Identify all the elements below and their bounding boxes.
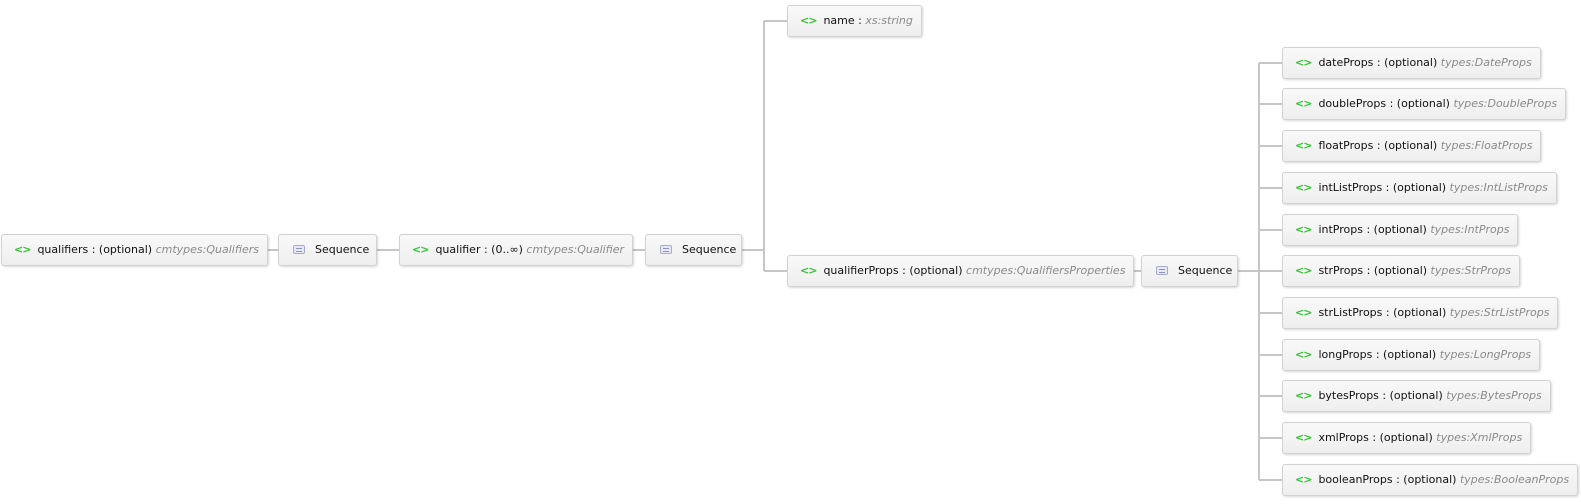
element-type: types:FloatProps [1440,139,1533,152]
sequence-label: Sequence [682,243,737,256]
element-type: types:LongProps [1439,348,1532,361]
sequence-icon [1156,266,1168,275]
element-icon: <> [1295,56,1312,69]
element-type: types:BooleanProps [1459,473,1570,486]
element-occurrence: (optional) [1379,431,1433,444]
element-name: strListProps [1318,306,1383,319]
element-type: types:StrProps [1430,264,1511,277]
element-node-doubleProps[interactable]: <>doubleProps : (optional) types:DoubleP… [1282,88,1567,120]
element-node-booleanProps[interactable]: <>booleanProps : (optional) types:Boolea… [1282,464,1579,496]
element-name: qualifiers [37,243,89,256]
element-icon: <> [1295,223,1312,236]
sequence-node[interactable]: Sequence [278,234,377,266]
element-occurrence: (optional) [1403,473,1457,486]
element-occurrence: (optional) [98,243,153,256]
element-icon: <> [14,243,31,256]
sequence-node[interactable]: Sequence [645,234,742,266]
element-type: cmtypes:QualifiersProperties [966,264,1126,277]
element-occurrence: (optional) [1373,223,1427,236]
element-type: types:XmlProps [1436,431,1523,444]
element-name: bytesProps [1318,389,1379,402]
element-node-bytesProps[interactable]: <>bytesProps : (optional) types:BytesPro… [1282,380,1551,412]
element-node-strListProps[interactable]: <>strListProps : (optional) types:StrLis… [1282,297,1559,329]
element-node-dateProps[interactable]: <>dateProps : (optional) types:DateProps [1282,47,1541,79]
element-name: dateProps [1318,56,1374,69]
element-type: types:StrListProps [1449,306,1550,319]
sequence-icon [660,245,672,254]
element-icon: <> [1295,139,1312,152]
element-type: types:IntListProps [1449,181,1548,194]
element-occurrence: (optional) [1393,306,1447,319]
element-occurrence: (optional) [1384,139,1438,152]
element-node-intListProps[interactable]: <>intListProps : (optional) types:IntLis… [1282,172,1557,204]
element-name: floatProps [1318,139,1374,152]
element-icon: <> [1295,97,1312,110]
element-node-xmlProps[interactable]: <>xmlProps : (optional) types:XmlProps [1282,422,1532,454]
element-name: doubleProps [1318,97,1387,110]
element-occurrence: (optional) [1389,389,1443,402]
element-occurrence: (0..∞) [491,243,523,256]
element-type: types:DoubleProps [1453,97,1558,110]
element-icon: <> [1295,473,1312,486]
element-node-qualifiers[interactable]: <>qualifiers : (optional) cmtypes:Qualif… [1,234,268,266]
element-name: longProps [1318,348,1373,361]
element-node-floatProps[interactable]: <>floatProps : (optional) types:FloatPro… [1282,130,1542,162]
element-name: qualifier [435,243,481,256]
element-icon: <> [1295,431,1312,444]
element-icon: <> [1295,264,1312,277]
element-icon: <> [412,243,429,256]
element-node-qualifierProps[interactable]: <>qualifierProps : (optional) cmtypes:Qu… [787,255,1135,287]
element-node-name[interactable]: <>name : xs:string [787,5,922,37]
element-icon: <> [1295,348,1312,361]
element-node-longProps[interactable]: <>longProps : (optional) types:LongProps [1282,339,1541,371]
element-type: types:IntProps [1430,223,1510,236]
element-icon: <> [800,14,817,27]
element-occurrence: (optional) [1383,348,1437,361]
element-type: xs:string [865,14,913,27]
sequence-node[interactable]: Sequence [1141,255,1238,287]
sequence-label: Sequence [315,243,370,256]
element-node-qualifier[interactable]: <>qualifier : (0..∞) cmtypes:Qualifier [399,234,634,266]
element-type: types:DateProps [1440,56,1532,69]
element-name: qualifierProps [823,264,899,277]
element-occurrence: (optional) [909,264,963,277]
element-type: cmtypes:Qualifier [526,243,625,256]
sequence-icon [293,245,305,254]
element-icon: <> [1295,306,1312,319]
element-node-strProps[interactable]: <>strProps : (optional) types:StrProps [1282,255,1520,287]
element-icon: <> [1295,181,1312,194]
element-name: intListProps [1318,181,1383,194]
element-icon: <> [800,264,817,277]
element-name: booleanProps [1318,473,1393,486]
element-occurrence: (optional) [1396,97,1450,110]
element-occurrence: (optional) [1384,56,1438,69]
element-name: strProps [1318,264,1364,277]
element-occurrence: (optional) [1392,181,1447,194]
element-type: types:BytesProps [1446,389,1542,402]
element-type: cmtypes:Qualifiers [155,243,259,256]
sequence-label: Sequence [1178,264,1233,277]
element-node-intProps[interactable]: <>intProps : (optional) types:IntProps [1282,214,1519,246]
element-name: name [823,14,855,27]
element-name: xmlProps [1318,431,1369,444]
element-occurrence: (optional) [1373,264,1428,277]
element-icon: <> [1295,389,1312,402]
element-name: intProps [1318,223,1363,236]
